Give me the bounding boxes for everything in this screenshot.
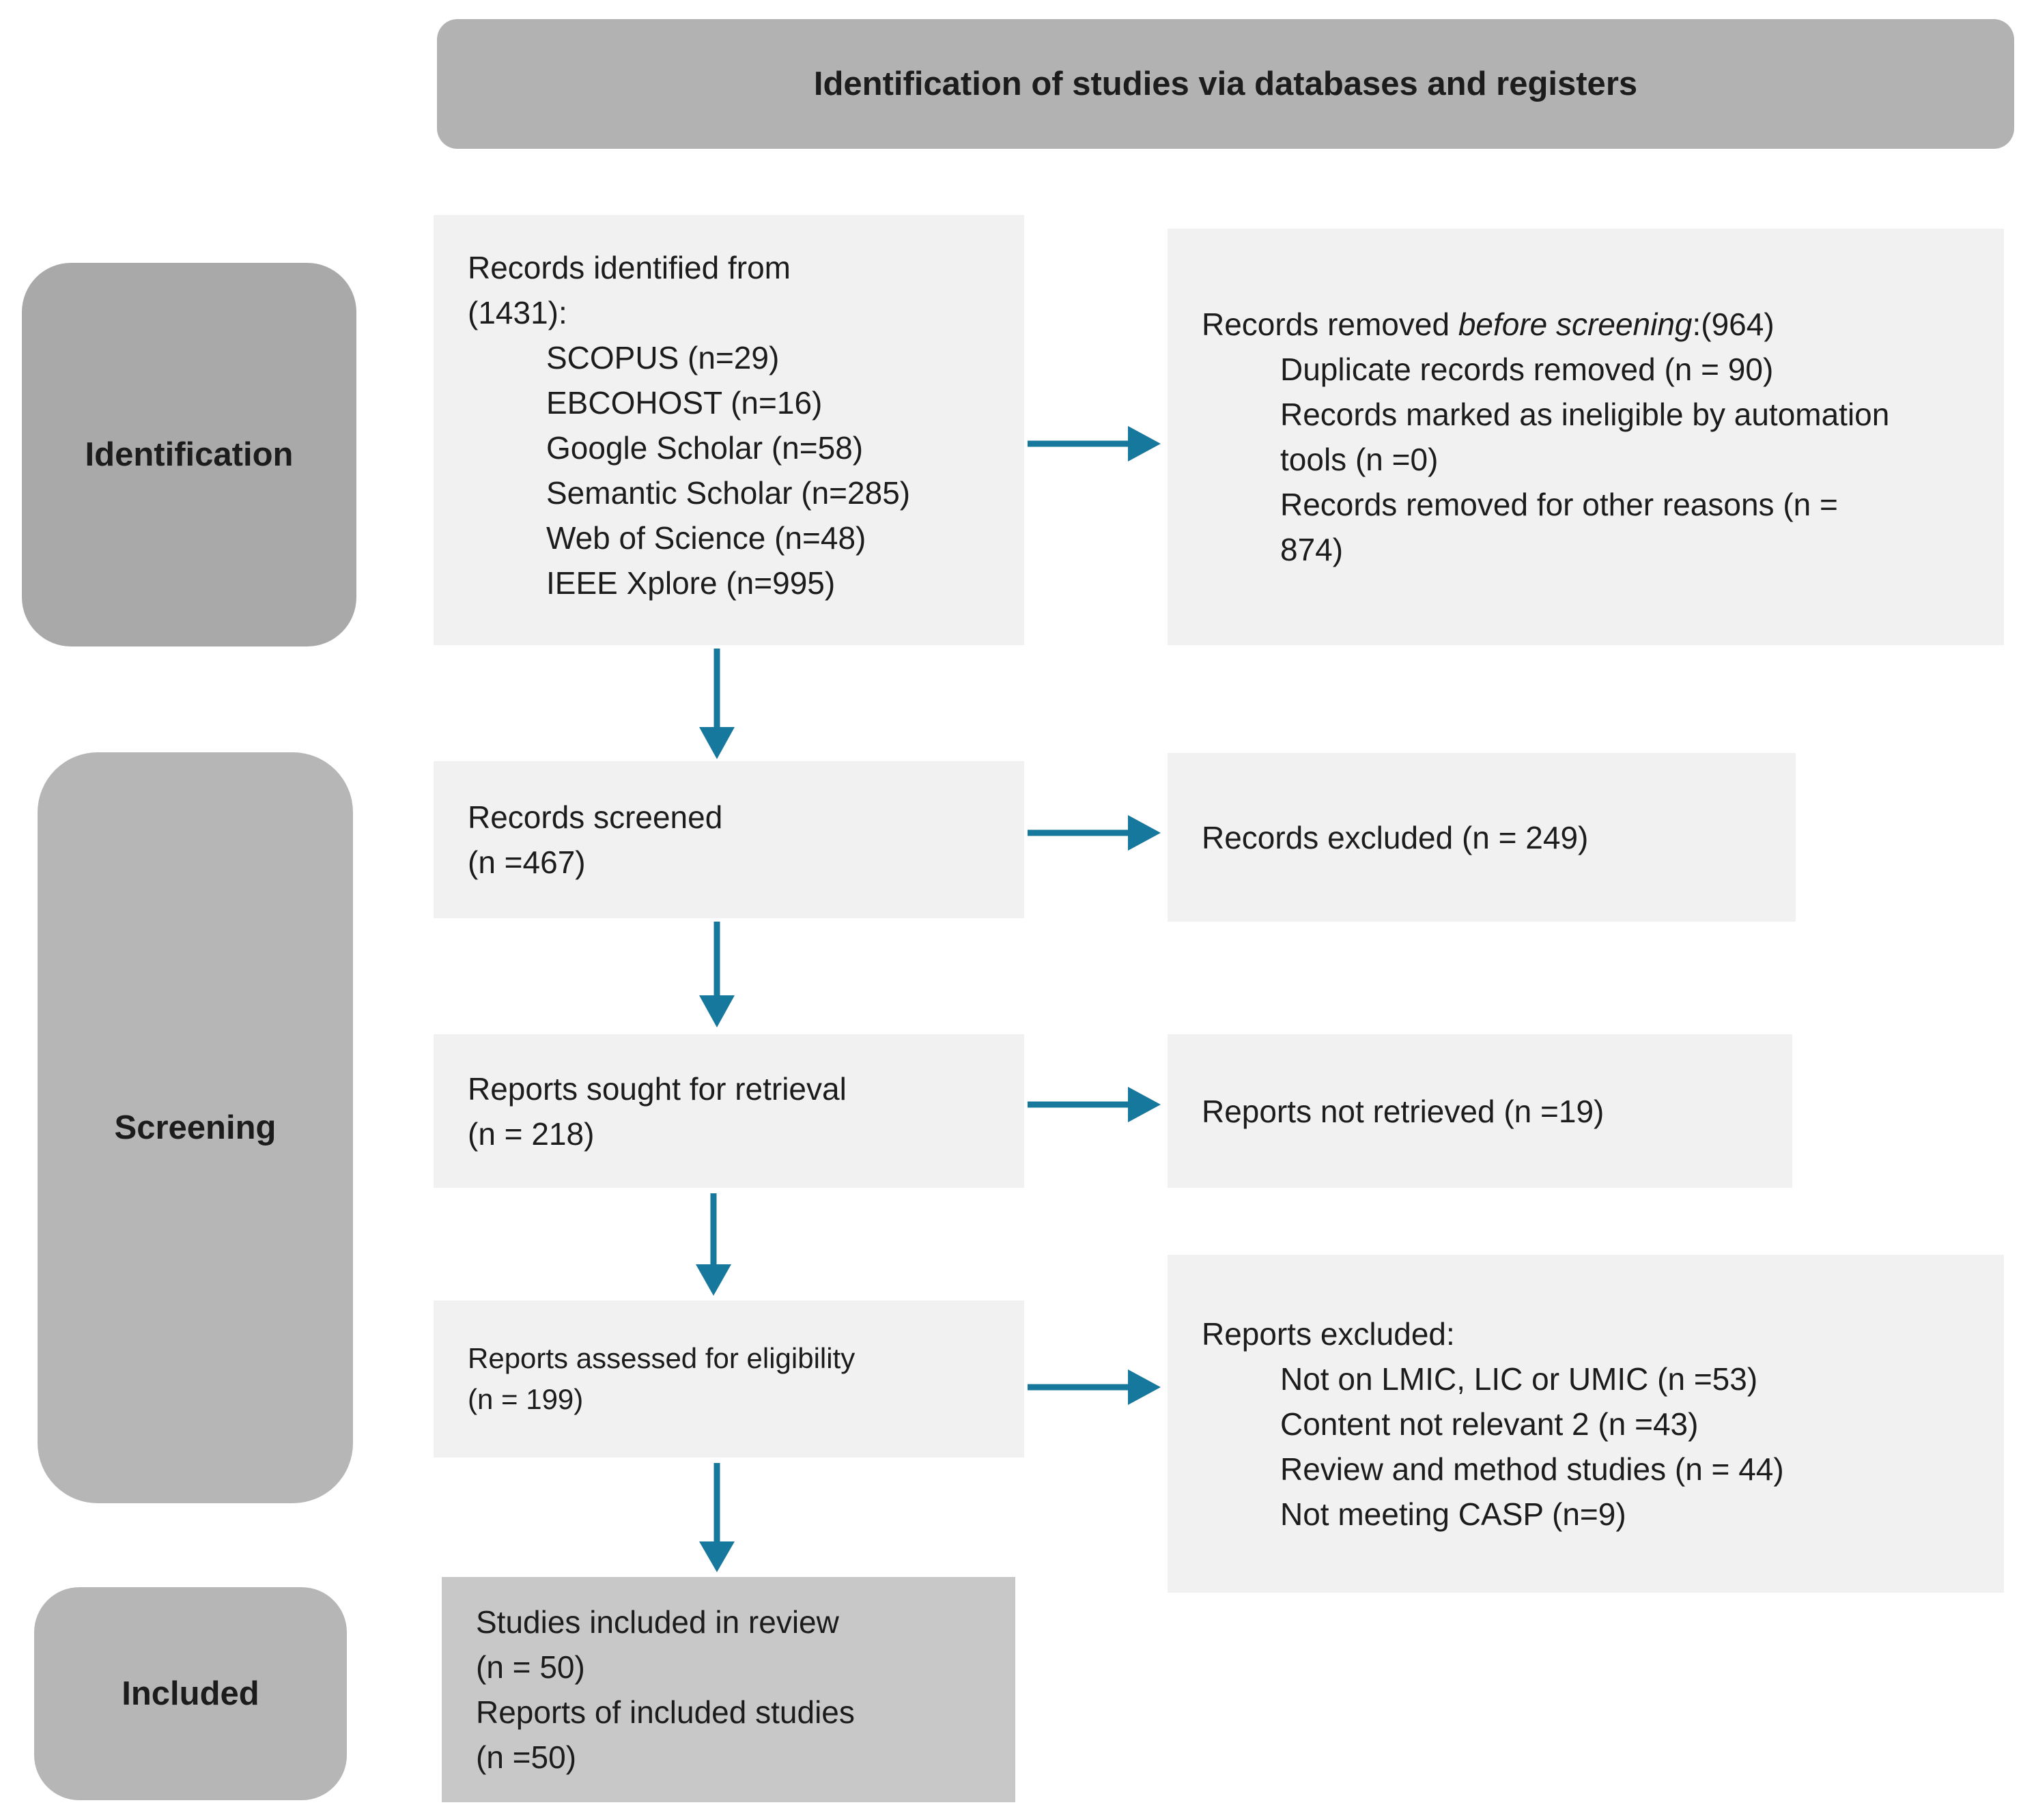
diagram-title: Identification of studies via databases … <box>813 66 1638 102</box>
reports-assessed-line2: (n = 199) <box>468 1383 584 1415</box>
records-removed-title: Records removed before screening:(964) <box>1202 302 1902 347</box>
stage-screening: Screening <box>38 752 353 1503</box>
reports-sought-box: Reports sought for retrieval (n = 218) <box>434 1034 1024 1188</box>
arrow-assessed-to-reports-excluded <box>1028 1369 1161 1405</box>
reports-assessed-line1: Reports assessed for eligibility <box>468 1342 856 1374</box>
records-identified-title-line1: Records identified from <box>468 250 791 285</box>
removed-item-automation: Records marked as ineligible by automati… <box>1280 397 1890 477</box>
excluded-item-content: Content not relevant 2 (n =43) <box>1280 1406 1699 1442</box>
stage-identification: Identification <box>22 263 356 646</box>
removed-item-other-reasons: Records removed for other reasons (n = 8… <box>1280 487 1838 567</box>
reports-excluded-title: Reports excluded: <box>1202 1316 1455 1352</box>
reports-assessed-box: Reports assessed for eligibility (n = 19… <box>434 1300 1024 1458</box>
records-excluded-box: Records excluded (n = 249) <box>1168 753 1796 922</box>
reports-excluded-box: Reports excluded: Not on LMIC, LIC or UM… <box>1168 1255 2004 1593</box>
records-removed-title-prefix: Records removed <box>1202 307 1458 342</box>
reports-sought-line1: Reports sought for retrieval <box>468 1070 847 1107</box>
studies-included-box: Studies included in review (n = 50) Repo… <box>442 1577 1015 1802</box>
records-identified-box: Records identified from (1431): SCOPUS (… <box>434 215 1024 645</box>
excluded-item-casp: Not meeting CASP (n=9) <box>1280 1496 1626 1532</box>
source-item-semantic-scholar: Semantic Scholar (n=285) <box>546 475 911 511</box>
stage-screening-label: Screening <box>114 1109 277 1146</box>
arrow-identified-to-removed <box>1028 426 1161 461</box>
records-removed-box: Records removed before screening:(964) D… <box>1168 229 2004 645</box>
stage-identification-label: Identification <box>85 436 294 473</box>
source-item-ebcohost: EBCOHOST (n=16) <box>546 385 823 421</box>
arrow-assessed-to-included <box>699 1463 735 1572</box>
records-screened-line1: Records screened <box>468 799 723 835</box>
arrow-sought-to-not-retrieved <box>1028 1087 1161 1122</box>
arrow-screened-to-sought <box>699 922 735 1027</box>
source-item-ieee-xplore: IEEE Xplore (n=995) <box>546 565 836 601</box>
records-identified-title-line2: (1431): <box>468 295 567 330</box>
records-screened-box: Records screened (n =467) <box>434 761 1024 918</box>
excluded-item-review-method: Review and method studies (n = 44) <box>1280 1451 1784 1487</box>
stage-included: Included <box>34 1587 347 1800</box>
arrow-screened-to-excluded <box>1028 815 1161 851</box>
arrow-identified-to-screened <box>699 649 735 759</box>
reports-not-retrieved-box: Reports not retrieved (n =19) <box>1168 1034 1792 1188</box>
studies-included-line1: Studies included in review <box>476 1604 839 1640</box>
studies-included-line2: (n = 50) <box>476 1649 585 1685</box>
studies-included-line3: Reports of included studies <box>476 1694 855 1730</box>
stage-included-label: Included <box>122 1675 259 1712</box>
arrow-sought-to-assessed <box>696 1193 731 1296</box>
source-item-web-of-science: Web of Science (n=48) <box>546 520 866 556</box>
records-removed-title-suffix: :(964) <box>1692 307 1775 342</box>
source-item-google-scholar: Google Scholar (n=58) <box>546 430 864 466</box>
studies-included-line4: (n =50) <box>476 1739 577 1775</box>
excluded-item-lmic: Not on LMIC, LIC or UMIC (n =53) <box>1280 1361 1758 1397</box>
records-excluded-text: Records excluded (n = 249) <box>1202 819 1589 855</box>
records-screened-line2: (n =467) <box>468 844 586 880</box>
reports-sought-line2: (n = 218) <box>468 1115 595 1152</box>
diagram-title-bar: Identification of studies via databases … <box>437 19 2014 149</box>
source-item-scopus: SCOPUS (n=29) <box>546 340 780 375</box>
removed-item-duplicates: Duplicate records removed (n = 90) <box>1280 352 1774 387</box>
reports-not-retrieved-text: Reports not retrieved (n =19) <box>1202 1093 1605 1129</box>
records-removed-title-italic: before screening <box>1458 307 1693 342</box>
